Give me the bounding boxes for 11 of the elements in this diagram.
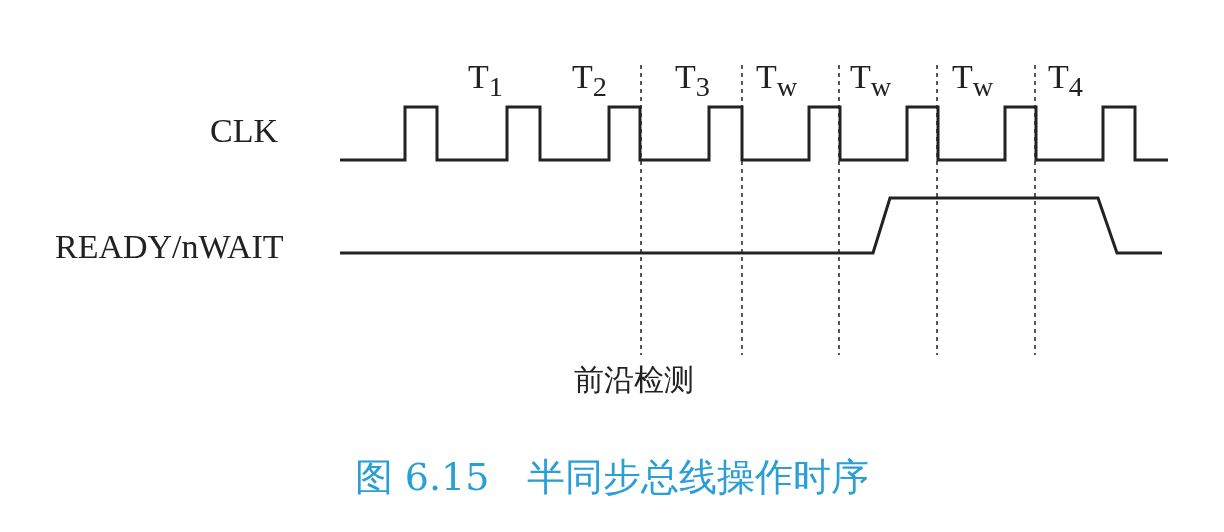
- cycle-label: T$_{w}$: [952, 60, 994, 102]
- cycle-label: T$_{2}$: [572, 60, 607, 102]
- cycle-label: T$_{1}$: [468, 60, 503, 102]
- cycle-label: T$_{3}$: [675, 60, 710, 102]
- cycle-label: T$_{w}$: [850, 60, 892, 102]
- annotation-text: 前沿检测: [574, 365, 694, 395]
- cycle-label: T$_{w}$: [756, 60, 798, 102]
- figure-caption: 图 6.15 半同步总线操作时序: [354, 455, 870, 499]
- signal-name: CLK: [210, 114, 278, 148]
- signal-name: READY/nWAIT: [55, 230, 284, 264]
- cycle-label: T$_{4}$: [1048, 60, 1083, 102]
